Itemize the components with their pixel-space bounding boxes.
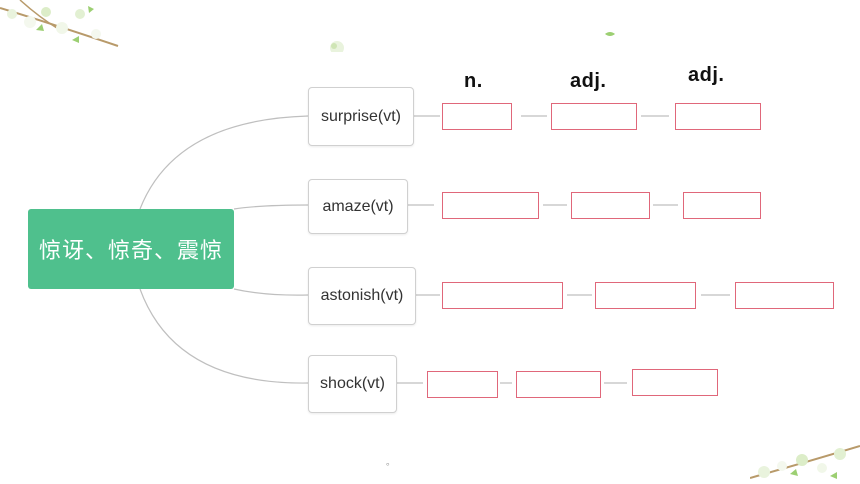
astonish-adj-blank-1[interactable] [595,282,696,309]
surprise-adj-blank-1[interactable] [551,103,637,130]
word-label: shock(vt) [320,375,385,393]
word-node-shock: shock(vt) [308,355,397,413]
word-node-surprise: surprise(vt) [308,87,414,146]
word-label: surprise(vt) [321,108,401,126]
amaze-adj-blank-2[interactable] [683,192,761,219]
word-label: astonish(vt) [321,287,404,305]
surprise-adj-blank-2[interactable] [675,103,761,130]
shock-noun-blank[interactable] [427,371,498,398]
shock-adj-blank-2[interactable] [632,369,718,396]
root-node: 惊讶、惊奇、震惊 [28,209,234,289]
word-node-amaze: amaze(vt) [308,179,408,234]
shock-adj-blank-1[interactable] [516,371,601,398]
amaze-adj-blank-1[interactable] [571,192,650,219]
surprise-noun-blank[interactable] [442,103,512,130]
footer-mark: 。 [386,455,395,468]
astonish-adj-blank-2[interactable] [735,282,834,309]
root-label: 惊讶、惊奇、震惊 [39,233,223,265]
word-label: amaze(vt) [322,198,393,216]
word-node-astonish: astonish(vt) [308,267,416,325]
astonish-noun-blank[interactable] [442,282,563,309]
amaze-noun-blank[interactable] [442,192,539,219]
